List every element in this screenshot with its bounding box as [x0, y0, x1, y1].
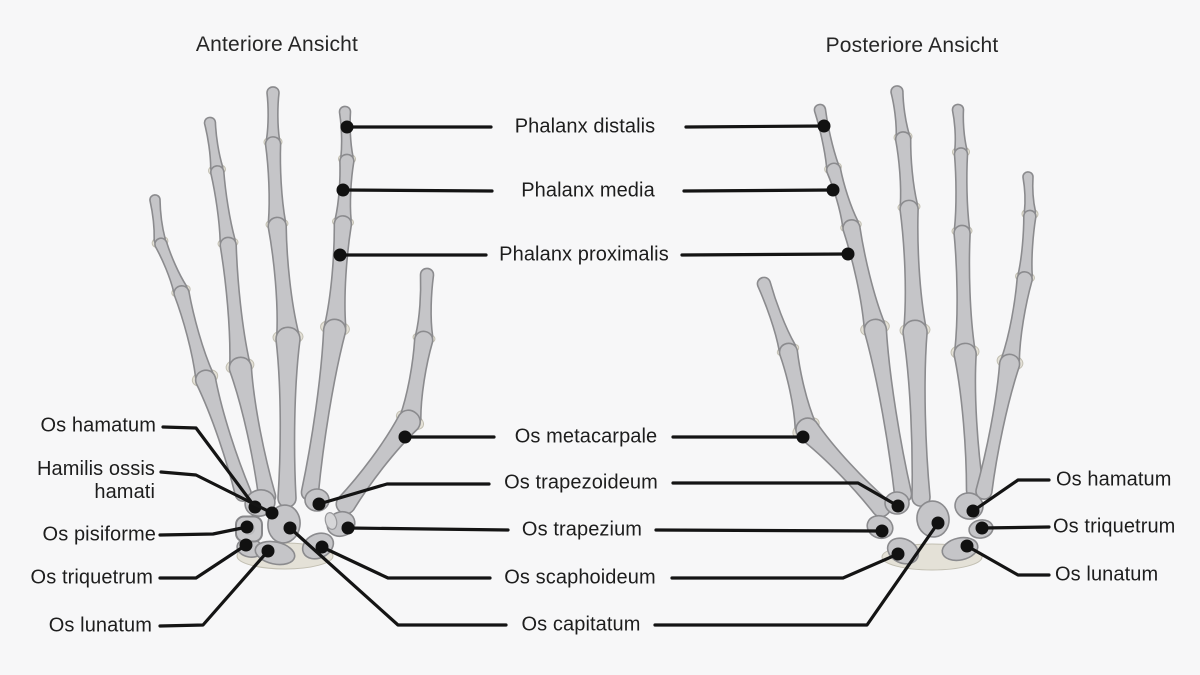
pinky-bone-3 — [975, 353, 1021, 500]
marker-dot-os-capitatum-posterior — [931, 516, 945, 530]
anterior-view-title: Anteriore Ansicht — [195, 33, 359, 56]
leader-phalanx-media-posterior — [682, 188, 835, 193]
label-os-scaphoideum: Os scaphoideum — [504, 566, 656, 589]
leader-os-hamatum-left — [161, 425, 257, 509]
marker-dot-phalanx-media-posterior — [826, 183, 840, 197]
leader-os-triquetrum-left — [158, 543, 248, 580]
label-line-hamilis-ossis: Hamilis ossis — [37, 458, 155, 480]
marker-dot-os-trapezium-posterior — [875, 524, 889, 538]
ring-bone-2 — [219, 236, 251, 375]
index-bone-3 — [300, 318, 347, 502]
ring-bone-2 — [953, 224, 976, 361]
pinky-bone-0 — [1022, 171, 1037, 218]
label-line-hamati: hamati — [94, 481, 155, 503]
leader-os-hamatum-right — [971, 478, 1051, 513]
marker-dot-os-metacarpale-anterior — [398, 430, 412, 444]
ring-bone-3 — [953, 342, 985, 500]
trapezium-tubercle — [324, 512, 338, 530]
leader-os-triquetrum-right — [980, 525, 1051, 530]
thumb-bone-2 — [795, 417, 892, 518]
marker-dot-os-trapezoideum-posterior — [891, 499, 905, 513]
marker-dot-phalanx-distalis-posterior — [817, 119, 831, 133]
leader-os-scaphoideum-anterior — [320, 545, 492, 580]
leader-phalanx-media-anterior — [341, 188, 494, 193]
marker-dot-os-trapezium-anterior — [341, 521, 355, 535]
ring-bone-0 — [951, 103, 968, 157]
leader-hamilis-ossis-hamati-left — [159, 470, 274, 515]
label-right-os-triquetrum: Os triquetrum — [1053, 515, 1176, 538]
leader-os-pisiforme-left — [158, 525, 249, 537]
leader-os-lunatum-right — [965, 544, 1051, 577]
label-right-os-hamatum: Os hamatum — [1056, 468, 1172, 491]
marker-dot-os-scaphoideum-anterior — [315, 540, 329, 554]
marker-dot-os-scaphoideum-posterior — [891, 547, 905, 561]
marker-dot-phalanx-proximalis-anterior — [333, 248, 347, 262]
marker-dot-os-metacarpale-posterior — [796, 430, 810, 444]
label-os-metacarpale: Os metacarpale — [514, 425, 658, 448]
marker-dot-phalanx-proximalis-posterior — [841, 247, 855, 261]
marker-dot-hamilis-ossis-hamati-left — [265, 506, 279, 520]
index-bone-0 — [338, 105, 354, 164]
middle-bone-3 — [902, 319, 931, 507]
marker-dot-os-triquetrum-right — [975, 521, 989, 535]
pinky-bone-0 — [149, 194, 166, 246]
thumb-bone-1 — [399, 330, 434, 429]
leader-os-capitatum-anterior — [288, 526, 508, 627]
pinky-bone-1 — [1017, 209, 1037, 283]
leader-phalanx-proximalis-posterior — [680, 252, 850, 257]
index-bone-2 — [323, 215, 353, 337]
middle-bone-3 — [275, 326, 301, 508]
marker-dot-os-hamatum-right — [966, 504, 980, 518]
label-phalanx-distalis: Phalanx distalis — [514, 115, 656, 138]
pinky-bone-3 — [194, 369, 252, 502]
leader-os-trapezium-posterior — [654, 528, 884, 533]
ring-bone-1 — [953, 147, 971, 237]
ring-bone-3 — [228, 356, 277, 506]
marker-dot-phalanx-distalis-anterior — [340, 120, 354, 134]
anterior-hand-illustration — [149, 86, 436, 570]
index-bone-0 — [813, 103, 840, 173]
leader-os-lunatum-left — [158, 549, 270, 628]
leader-os-trapezoideum-posterior — [671, 481, 900, 508]
label-os-trapezoideum: Os trapezoideum — [504, 471, 658, 494]
marker-dot-os-capitatum-anterior — [283, 521, 297, 535]
marker-dot-os-trapezoideum-anterior — [312, 497, 326, 511]
label-left-os-pisiforme: Os pisiforme — [42, 523, 156, 546]
label-left-os-triquetrum: Os triquetrum — [30, 566, 153, 589]
label-os-capitatum: Os capitatum — [521, 613, 641, 636]
label-phalanx-proximalis: Phalanx proximalis — [499, 243, 669, 266]
middle-bone-1 — [264, 136, 287, 231]
index-bone-1 — [825, 162, 860, 233]
label-left-os-lunatum: Os lunatum — [48, 614, 152, 637]
marker-dot-os-triquetrum-left — [239, 538, 253, 552]
label-right-os-lunatum: Os lunatum — [1055, 563, 1159, 586]
thumb-bone-0 — [756, 276, 797, 358]
label-left-hamilis-ossis-hamati: Hamilis ossis hamati — [37, 458, 155, 504]
ring-bone-1 — [210, 165, 236, 249]
leader-os-scaphoideum-posterior — [670, 552, 900, 580]
posterior-hand-illustration — [756, 85, 1039, 571]
leader-os-capitatum-posterior — [653, 521, 940, 627]
thumb-bone-2 — [335, 409, 421, 515]
leader-os-trapezium-anterior — [346, 526, 510, 532]
leader-phalanx-distalis-posterior — [684, 124, 826, 129]
label-left-os-hamatum: Os hamatum — [40, 414, 156, 437]
label-phalanx-media: Phalanx media — [521, 179, 655, 202]
leader-lines — [158, 119, 1051, 628]
pinky-bone-1 — [154, 237, 188, 297]
ring-bone-0 — [203, 116, 224, 175]
middle-bone-2 — [899, 199, 927, 340]
index-bone-2 — [842, 219, 886, 337]
middle-bone-2 — [267, 216, 300, 347]
label-os-trapezium: Os trapezium — [521, 518, 643, 541]
marker-dot-os-pisiforme-left — [240, 520, 254, 534]
marker-dot-os-lunatum-left — [261, 544, 275, 558]
marker-dot-phalanx-media-anterior — [336, 183, 350, 197]
posterior-view-title: Posteriore Ansicht — [825, 34, 999, 57]
marker-dot-os-lunatum-right — [960, 539, 974, 553]
leader-os-trapezoideum-anterior — [317, 482, 491, 506]
thumb-bone-0 — [414, 267, 435, 345]
